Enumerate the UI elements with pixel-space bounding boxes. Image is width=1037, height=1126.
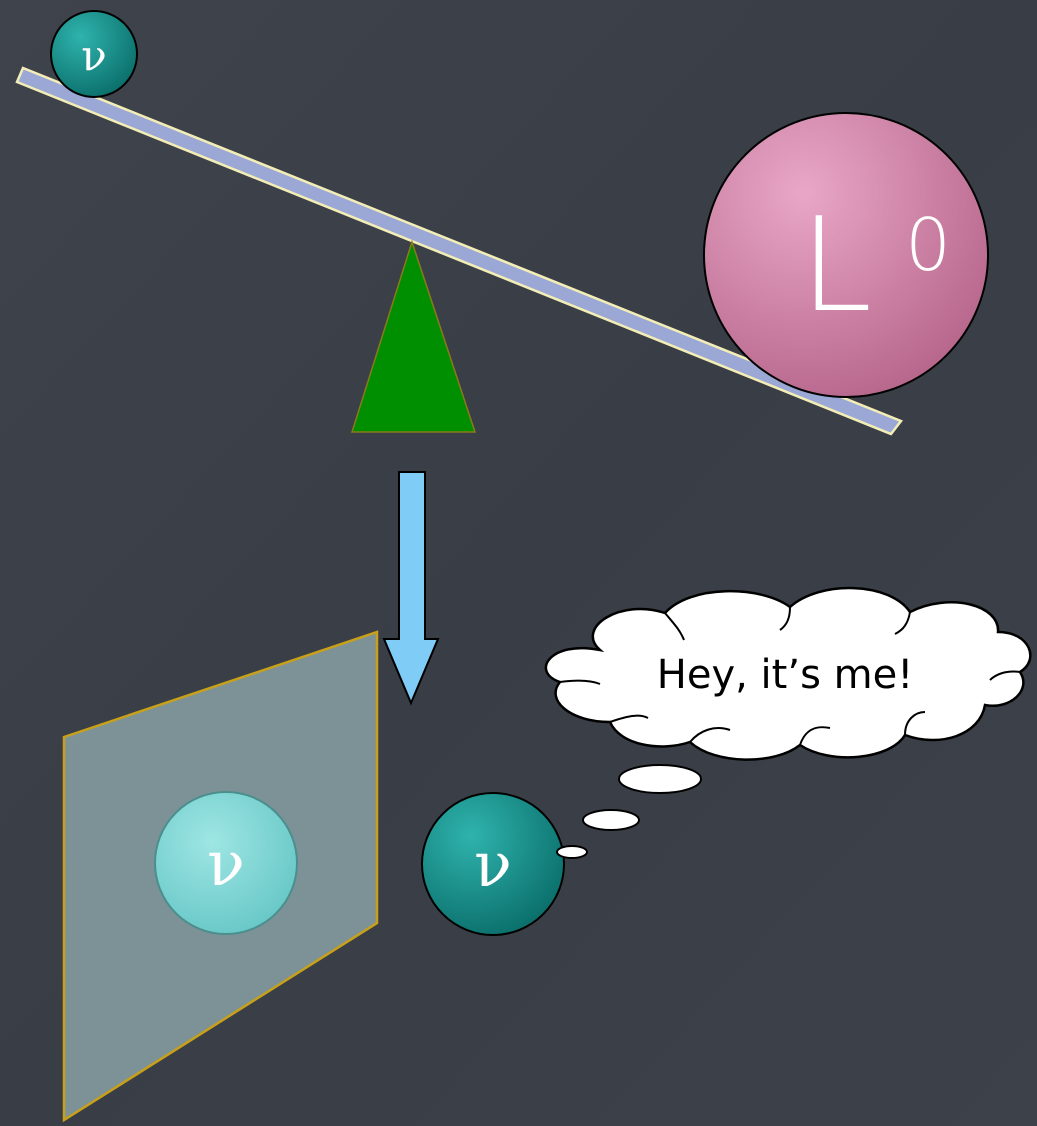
heavy-ball-superscript: 0 <box>905 203 951 287</box>
heavy-ball-label: L <box>800 189 872 341</box>
thought-dot-large <box>619 765 701 793</box>
small-neutrino-label: ν <box>81 31 107 80</box>
thought-dot-small <box>557 846 587 858</box>
thought-bubble-text: Hey, it’s me! <box>657 652 913 698</box>
thought-dot-medium <box>583 810 639 830</box>
mirror-neutrino-label: ν <box>207 827 245 900</box>
small-neutrino-ball: ν <box>51 11 137 97</box>
right-neutrino-label: ν <box>474 828 512 901</box>
thought-bubble: Hey, it’s me! <box>546 588 1030 760</box>
heavy-l0-ball: L 0 <box>704 113 988 397</box>
right-neutrino-ball: ν <box>422 793 564 935</box>
mirror-neutrino-ball: ν <box>155 792 297 934</box>
